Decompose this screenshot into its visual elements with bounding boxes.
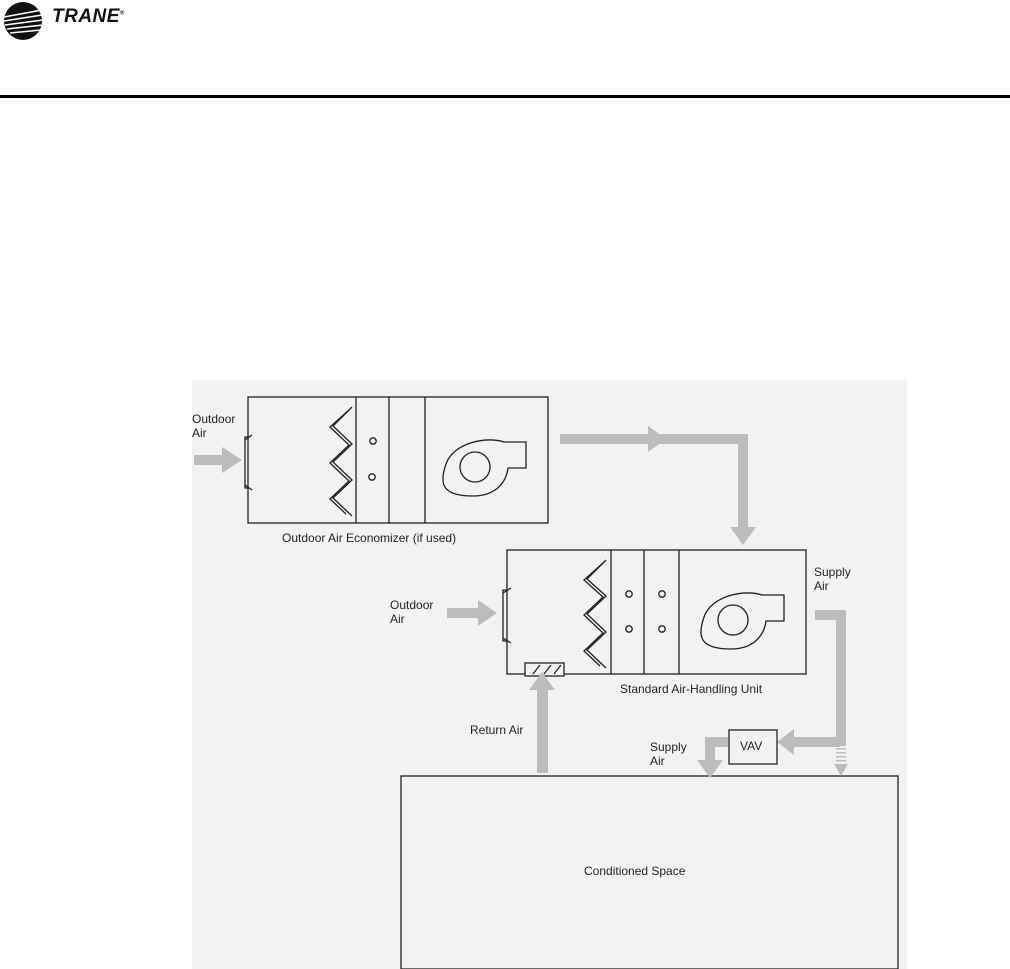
conditioned-space-label: Conditioned Space (584, 864, 686, 878)
ahu-fan-wheel (717, 604, 749, 636)
vav-label: VAV (740, 739, 763, 753)
ahu-filter-zigzag (586, 559, 607, 669)
airflow-arrows (194, 426, 848, 778)
vav-box (728, 729, 778, 765)
trane-logo-icon (3, 2, 44, 40)
page-header: TRANE® (0, 0, 1010, 98)
economizer-coil-dot (369, 437, 377, 445)
diagram-canvas (192, 380, 907, 969)
economizer-fan-wheel (459, 451, 491, 483)
ahu-outdoor-air-label: Outdoor Air (390, 598, 434, 626)
ahu-coil-dot (658, 625, 666, 633)
ahu-coil-dot (625, 625, 633, 633)
brand-wordmark: TRANE® (52, 6, 125, 27)
economizer-fan-housing (442, 439, 527, 497)
vav-supply-air-label: Supply Air (650, 740, 687, 768)
economizer-unit (244, 396, 549, 524)
supply-air-label: Supply Air (814, 565, 851, 593)
outdoor-air-arrow (194, 455, 224, 465)
air-handling-unit (502, 549, 807, 677)
ahu-fan-housing (700, 592, 785, 650)
ahu-coil-dot (658, 590, 666, 598)
economizer-coil-dot (368, 473, 376, 481)
header-rule (0, 95, 1010, 98)
ahu-label: Standard Air-Handling Unit (620, 682, 763, 696)
economizer-label: Outdoor Air Economizer (if used) (282, 531, 457, 545)
ahu-coil-dot (625, 590, 633, 598)
ahu-outdoor-air-arrow (447, 608, 479, 618)
economizer-damper (244, 436, 249, 489)
economizer-filter-zigzag (332, 406, 353, 517)
outdoor-air-label: Outdoor Air (192, 412, 236, 440)
return-air-arrow (537, 686, 548, 773)
ahu-damper (502, 589, 508, 642)
supply-air-duct (815, 610, 846, 620)
return-air-label: Return Air (470, 723, 524, 737)
hvac-airflow-diagram: Outdoor Air Outdoor Air Economizer (if u… (192, 380, 907, 969)
conditioned-space-box (400, 775, 899, 969)
